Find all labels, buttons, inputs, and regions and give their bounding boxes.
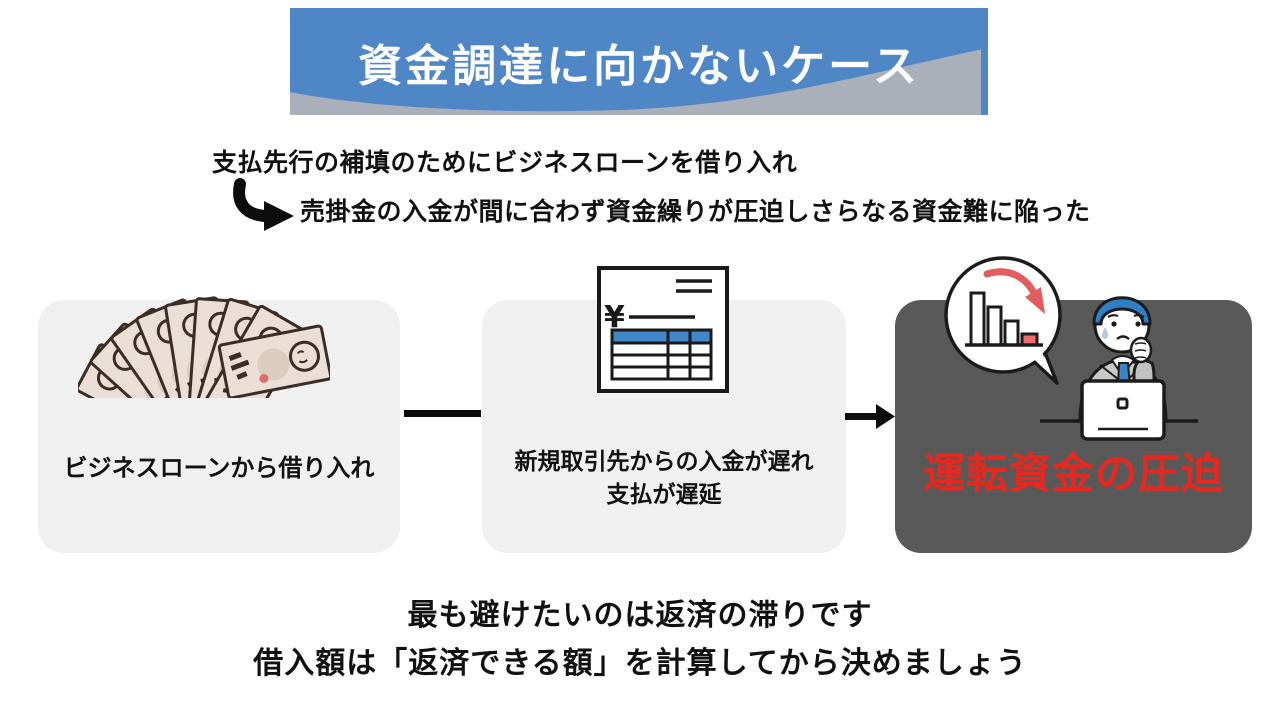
title-banner: 資金調達に向かないケース [290,8,988,115]
declining-chart-bubble-icon [944,256,1062,385]
curved-right-arrow-icon [233,178,294,231]
invoice-icon: ¥ [597,266,729,393]
yen-banknotes-fan-icon [78,296,330,398]
card-label-delayed-payment-line2: 支払が遅延 [606,482,722,508]
downward-trend-arrow-icon [983,268,1040,301]
declining-bar-chart-icon [965,268,1045,347]
banner-wave-background [290,8,988,115]
footer-line-1: 最も避けたいのは返済の滞りです [407,598,873,633]
card-label-working-capital-squeeze: 運転資金の圧迫 [922,449,1224,498]
worried-businessman-icon [1040,296,1198,441]
card-label-business-loan: ビジネスローンから借り入れ [63,454,375,482]
intro-line-2: 売掛金の入金が間に合わず資金繰りが圧迫しさらなる資金難に陥った [300,197,1091,226]
page-title: 資金調達に向かないケース [358,40,920,92]
card-label-delayed-payment-line1: 新規取引先からの入金が遅れ [514,449,814,475]
footer-line-2: 借入額は「返済できる額」を計算してから決めましょう [253,646,1027,681]
sweat-drop [1102,327,1108,339]
yen-symbol: ¥ [604,300,625,335]
card-label-delayed-payment: 新規取引先からの入金が遅れ 支払が遅延 [482,446,846,512]
connector-arrow-icon [845,404,895,429]
frown-mouth [1116,335,1130,340]
blue-hair [1092,296,1152,326]
connector-line [404,410,481,417]
laptop-icon [1080,379,1166,441]
intro-line-1: 支払先行の補填のためにビジネスローンを借り入れ [212,148,798,177]
